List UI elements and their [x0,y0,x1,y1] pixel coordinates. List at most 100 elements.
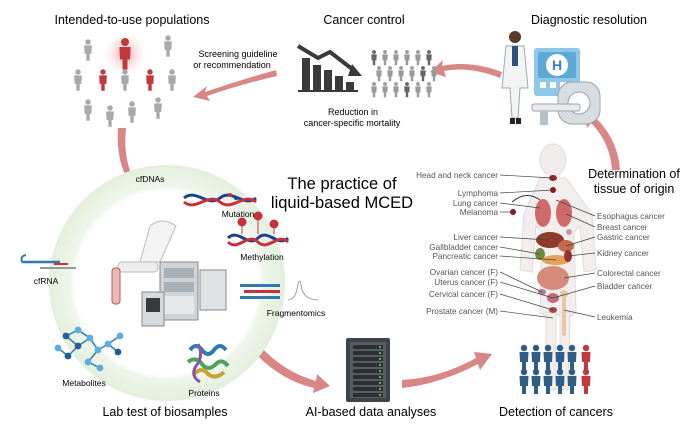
arrow-tissue-to-diagnostic [584,112,620,170]
crowd-person-icon [420,66,426,82]
center-title-2: liquid-based MCED [271,194,413,212]
healthy-person-icon [567,368,577,394]
screening-line1: Screening guideline [198,49,277,59]
label-cfdnas: cfDNAs [136,174,165,184]
title-populations: Intended-to-use populations [55,13,210,27]
decline-chart-icon [296,44,362,92]
proteins-icon [186,343,230,384]
cancer-label-right: Colorectal cancer [597,269,661,278]
label-cfrna: cfRNA [34,276,59,286]
mortality-line1: Reduction in [328,107,378,117]
healthy-person-icon [567,344,577,370]
cancer-label-left: Melanoma [460,208,499,217]
lab-equipment-icon [111,220,227,327]
cancer-person-icon [581,368,591,394]
healthy-person-icon [555,344,565,370]
server-rack-icon [346,338,390,402]
label-mutation: Mutation [222,209,255,219]
healthy-person-icon [531,368,541,394]
arrow-control-to-populations [193,70,277,101]
label-proteins: Proteins [188,388,219,398]
arrow-diagnostic-to-control [430,60,502,78]
healthy-person-icon [543,368,553,394]
leader-lines [499,174,596,319]
population-person-icon [74,69,82,91]
crowd-person-icon [393,82,399,98]
cfrna-icon [20,254,76,269]
arrow-ai-to-detection [402,352,492,388]
crowd-person-icon [404,50,410,66]
cancer-label-left: Pancreatic cancer [432,252,498,261]
mortality-line2: cancer-specific mortality [304,118,401,128]
crowd-person-icon [376,66,382,82]
healthy-person-icon [519,368,529,394]
scanner-icon [531,81,601,125]
cancer-label-left: Lung cancer [453,199,498,208]
crowd-icons [371,50,437,98]
detection-people [519,344,591,394]
hospital-letter: H [552,57,562,73]
population-person-icon [154,97,162,119]
center-title-1: The practice of [287,175,397,193]
cancer-label-left: Head and neck cancer [416,171,498,180]
title-ai: AI-based data analyses [306,405,437,419]
population-person-icon [84,99,92,121]
organs-icons [511,175,574,336]
cancer-label-right: Gastric cancer [597,233,650,242]
title-detection: Detection of cancers [499,405,613,419]
screening-line2: or recommendation [193,60,271,70]
population-person-icon [99,69,107,91]
cancer-person-icon [581,344,591,370]
population-person-icon [84,39,92,61]
healthy-person-icon [555,368,565,394]
population-person-icon [106,105,114,127]
label-methylation: Methylation [240,252,284,262]
cancer-label-right: Leukemia [597,313,633,322]
cancer-label-left: Ovarian cancer (F) [430,268,499,277]
population-person-icon [121,69,129,91]
population-person-icon [119,38,131,70]
crowd-person-icon [382,82,388,98]
crowd-person-icon [426,50,432,66]
cancer-label-right: Breast cancer [597,223,648,232]
cancer-label-left: Liver cancer [453,233,498,242]
population-person-icon [146,69,154,91]
populations-icons [74,30,176,127]
title-lab: Lab test of biosamples [102,405,227,419]
population-person-icon [168,69,176,91]
population-person-icon [164,35,172,57]
healthy-person-icon [543,344,553,370]
metabolites-icon [54,326,124,372]
cancer-label-left: Lymphoma [458,189,499,198]
title-tissue-1: Determination of [588,167,680,181]
crowd-person-icon [404,82,410,98]
crowd-person-icon [415,82,421,98]
cancer-label-right: Esophagus cancer [597,212,665,221]
title-tissue-2: tissue of origin [594,182,675,196]
healthy-person-icon [519,344,529,370]
crowd-person-icon [426,82,432,98]
cancer-label-left: Uterus cancer (F) [434,278,498,287]
crowd-person-icon [431,66,437,82]
title-cancer-control: Cancer control [323,13,404,27]
crowd-person-icon [415,50,421,66]
arrow-lab-to-ai [254,346,330,393]
cancer-label-right: Kidney cancer [597,249,649,258]
cancer-label-left: Prostate cancer (M) [426,307,498,316]
crowd-person-icon [387,66,393,82]
fragmentomics-icon [240,280,319,301]
cancer-label-right: Bladder cancer [597,282,652,291]
crowd-person-icon [398,66,404,82]
cancer-label-left: Gallbladder cancer [429,243,498,252]
arrow-populations-to-lab [117,128,139,192]
label-metabolites: Metabolites [62,378,105,388]
cancer-label-left: Cervical cancer (F) [429,290,498,299]
dna-mutation-icon [183,193,257,207]
crowd-person-icon [409,66,415,82]
crowd-person-icon [393,50,399,66]
dna-methylation-icon [226,211,290,247]
label-fragmentomics: Fragmentomics [267,308,326,318]
title-diagnostic: Diagnostic resolution [531,13,647,27]
